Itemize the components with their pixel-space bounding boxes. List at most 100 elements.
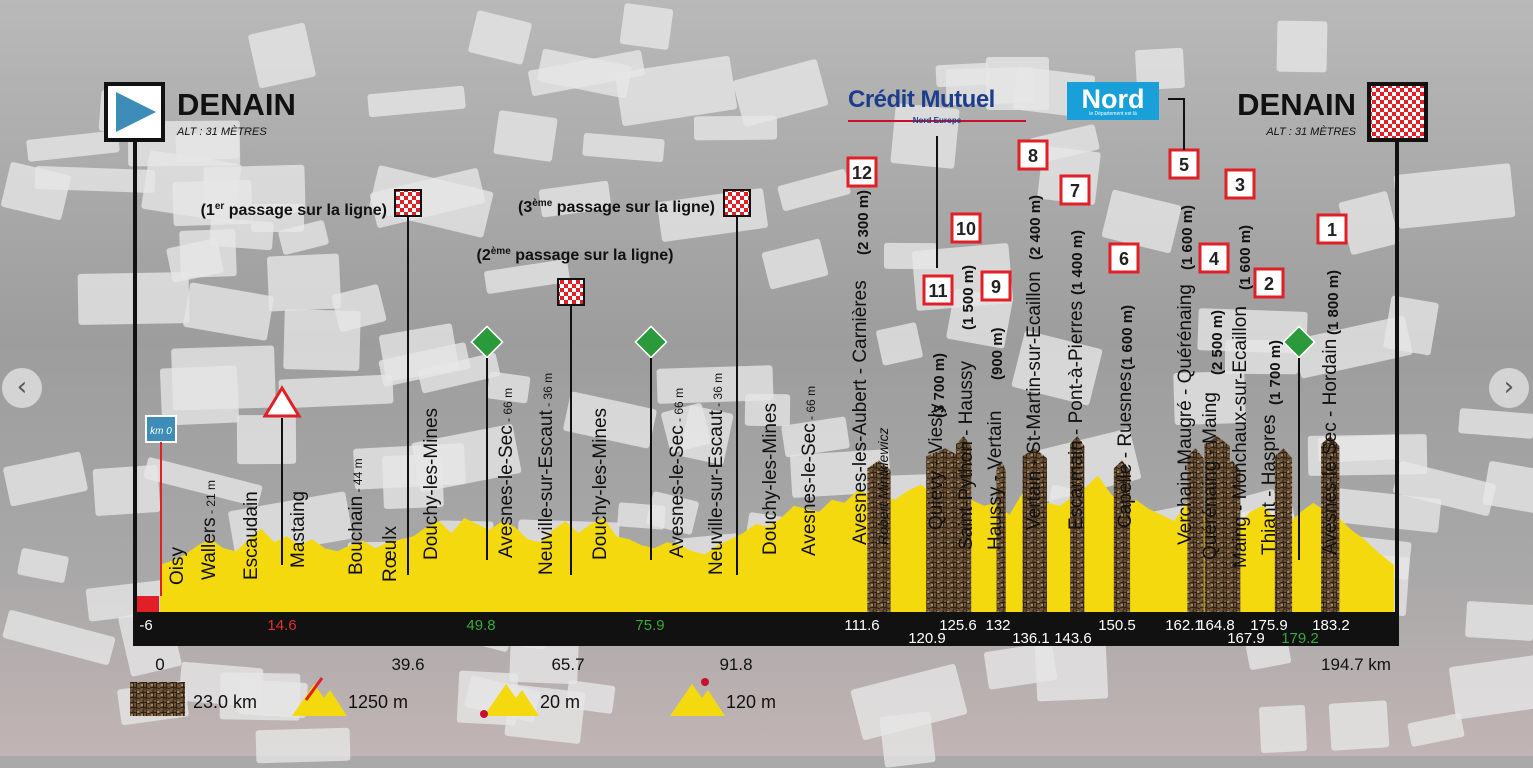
sector-number-label: 1 bbox=[1327, 220, 1337, 240]
passage-label: (1er passage sur la ligne) bbox=[201, 201, 387, 219]
sector-number-label: 9 bbox=[991, 277, 1001, 297]
sector-number-label: 4 bbox=[1209, 249, 1219, 269]
sector-name-label: Avesnes-les-Aubert - Carnières bbox=[850, 280, 871, 545]
sector-length-label: (2 400 m) bbox=[1027, 195, 1044, 260]
sector-name-label: Saint-Python - Haussy bbox=[956, 360, 977, 550]
sector-number-label: 7 bbox=[1070, 181, 1080, 201]
sector-number-label: 12 bbox=[852, 163, 872, 183]
km-marker-label: 175.9 bbox=[1250, 617, 1288, 634]
place-label: Neuville-sur-Escaut - 36 m bbox=[536, 373, 557, 575]
km-marker-label: 183.2 bbox=[1312, 617, 1350, 634]
start-town: DENAIN bbox=[177, 87, 296, 122]
place-altitude: - 66 m bbox=[804, 386, 818, 423]
nord-logo: Nord le Département est là bbox=[1067, 82, 1159, 120]
sprint-marker-icon bbox=[470, 325, 504, 359]
sector-name-label: Vertain - St-Martin-sur-Ecaillon bbox=[1024, 271, 1045, 530]
cobble-sector-mark bbox=[1113, 460, 1131, 612]
sector-number-badge bbox=[846, 156, 878, 188]
sector-length-label: (2 500 m) bbox=[1209, 310, 1226, 375]
place-label: Wallers - 21 m bbox=[199, 480, 220, 580]
nord-subtitle: le Département est là bbox=[1089, 111, 1137, 117]
sector-number-badge bbox=[1108, 242, 1140, 274]
sector-length-label: (1 600 m) bbox=[1237, 225, 1254, 290]
cobble-sector-mark bbox=[1204, 436, 1230, 612]
cobble-sector-mark bbox=[1187, 448, 1204, 612]
passage-label-prefix: (1 bbox=[201, 202, 215, 219]
distance-tick-label: 91.8 bbox=[719, 655, 752, 674]
sector-number-badge bbox=[1017, 139, 1049, 171]
sector-name-label: Verchain-Maugré - Quérénaing bbox=[1175, 284, 1196, 545]
place-altitude: - 44 m bbox=[351, 458, 365, 495]
low-point-dot-icon bbox=[480, 710, 488, 718]
credit-mutuel-underline bbox=[848, 120, 1026, 122]
km-marker-label: 125.6 bbox=[939, 617, 977, 634]
climb-arrow-icon bbox=[304, 677, 324, 701]
km-marker-label: 75.9 bbox=[635, 617, 664, 634]
next-arrow-button[interactable]: › bbox=[1489, 368, 1529, 408]
passage-label-superscript: er bbox=[215, 201, 225, 212]
passage-label: (3ème passage sur la ligne) bbox=[518, 198, 715, 216]
place-label: Neuville-sur-Escaut - 36 m bbox=[706, 373, 727, 575]
sector-name-label: Capelle - Ruesnes bbox=[1115, 372, 1136, 528]
cobble-sector-mark bbox=[1224, 460, 1241, 612]
sprint-marker-icon bbox=[634, 325, 668, 359]
legend-label: 23.0 km bbox=[193, 692, 257, 712]
sector-number-badge bbox=[1059, 174, 1091, 206]
distance-tick-label: 39.6 bbox=[391, 655, 424, 674]
passage-label: (2ème passage sur la ligne) bbox=[477, 246, 674, 264]
km-zero-sign bbox=[145, 415, 177, 443]
sector-number-label: 10 bbox=[956, 219, 976, 239]
previous-arrow-button[interactable]: ‹ bbox=[2, 368, 42, 408]
place-label: Avesnes-le-Sec - 66 m bbox=[667, 388, 688, 558]
cobble-sector-mark bbox=[1274, 448, 1293, 612]
sector-number-badge bbox=[1316, 213, 1348, 245]
profile-area bbox=[160, 475, 1394, 612]
cobble-sector-mark bbox=[867, 460, 891, 612]
passage-label-prefix: (3 bbox=[518, 199, 532, 216]
place-label: Mastaing bbox=[288, 491, 309, 568]
sector-name-label: Escarmain - Pont-à-Pierres bbox=[1066, 301, 1087, 530]
distance-tick-label: 194.7 km bbox=[1321, 655, 1391, 674]
sector-length-label: (1 600 m) bbox=[1119, 305, 1136, 370]
sector-number-badge bbox=[950, 212, 982, 244]
sector-name-label: Haussy - Vertain bbox=[985, 411, 1006, 550]
nord-name: Nord bbox=[1081, 84, 1145, 114]
finish-altitude: ALT : 31 MÈTRES bbox=[1265, 125, 1356, 138]
km-marker-label: 14.6 bbox=[267, 617, 296, 634]
sector-number-label: 8 bbox=[1028, 146, 1038, 166]
km-marker-label: 150.5 bbox=[1098, 617, 1136, 634]
sector-number-badge bbox=[1198, 242, 1230, 274]
place-label: Douchy-les-Mines bbox=[421, 408, 442, 560]
legend-label: 1250 m bbox=[348, 692, 408, 712]
place-altitude: - 36 m bbox=[711, 373, 725, 410]
sector-dedication-label: Robert Mintkiewicz bbox=[875, 428, 891, 545]
high-point-dot-icon bbox=[701, 678, 709, 686]
start-post bbox=[133, 140, 137, 645]
sector-number-badge bbox=[922, 274, 954, 306]
sector-name-label: Quievy - Viesly bbox=[926, 403, 947, 530]
sector-length-label: (1 700 m) bbox=[1267, 340, 1284, 405]
place-label: Escaudain bbox=[241, 491, 262, 580]
sector-length-label: (1 800 m) bbox=[1325, 270, 1342, 335]
sector-length-label: (1 400 m) bbox=[1069, 230, 1086, 295]
sector-number-badge bbox=[980, 270, 1012, 302]
km-marker-label: 136.1 bbox=[1012, 630, 1050, 647]
sector-length-label: (2 300 m) bbox=[855, 190, 872, 255]
finish-line-flag-icon bbox=[723, 189, 751, 217]
distance-tick-label: 0 bbox=[155, 655, 164, 674]
neutral-zone-block bbox=[137, 596, 159, 612]
sector-number-label: 5 bbox=[1179, 155, 1189, 175]
passage-label-superscript: ème bbox=[532, 198, 552, 209]
passage-label-suffix: passage sur la ligne) bbox=[552, 199, 715, 216]
place-label: Douchy-les-Mines bbox=[760, 403, 781, 555]
finish-town: DENAIN bbox=[1237, 87, 1356, 122]
sector-name-label: Quérénaing - Maing bbox=[1200, 392, 1221, 560]
km-marker-label: 49.8 bbox=[466, 617, 495, 634]
place-altitude: - 66 m bbox=[672, 388, 686, 425]
km-marker-label: 143.6 bbox=[1054, 630, 1092, 647]
km-marker-label: 162.1 bbox=[1165, 617, 1203, 634]
km-marker-label: 132 bbox=[985, 617, 1010, 634]
finish-flag-icon bbox=[1367, 82, 1428, 142]
passage-label-suffix: passage sur la ligne) bbox=[511, 247, 674, 264]
sector-length-label: (3 700 m) bbox=[931, 353, 948, 418]
